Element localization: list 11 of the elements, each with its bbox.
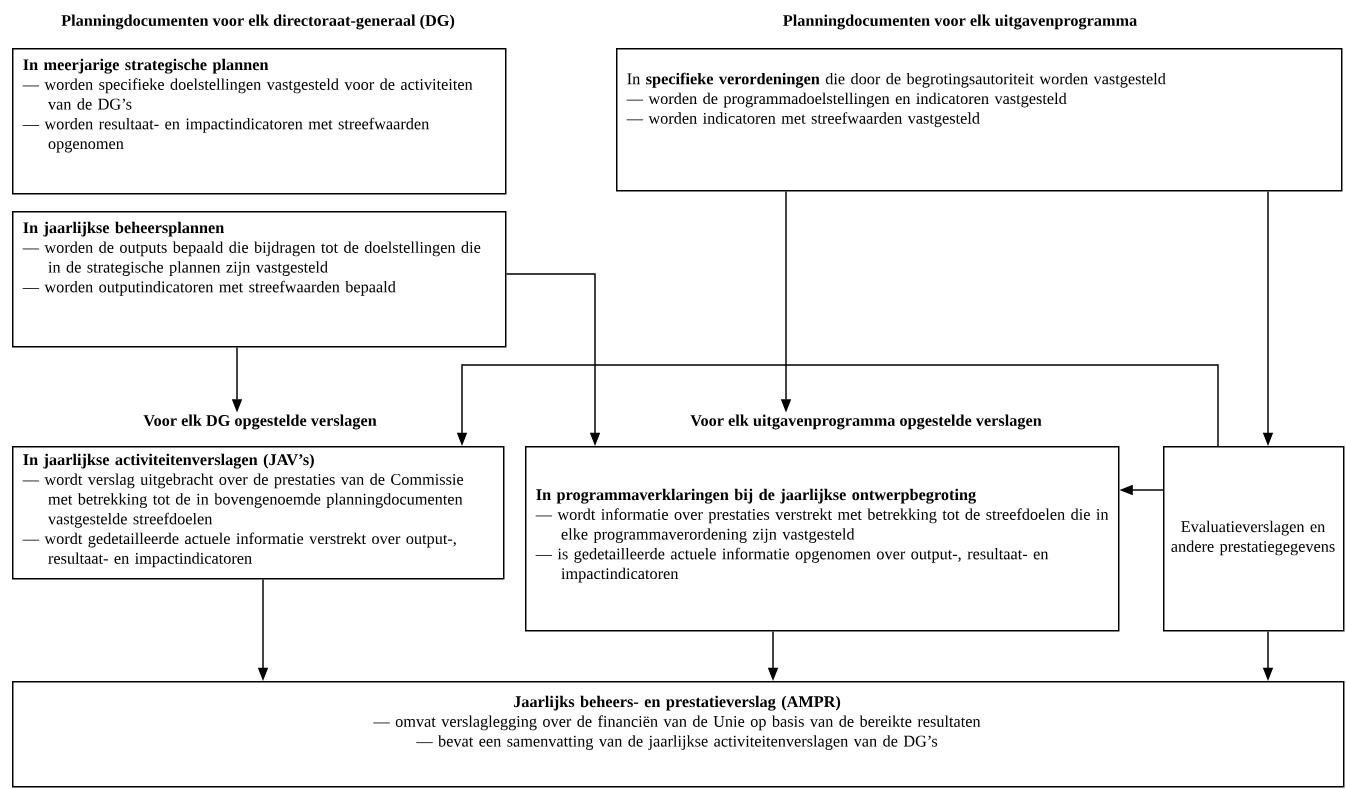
text-box: In programmaverklaringen bij de jaarlijkse ontwerpbegroting — wordt informatie over prestaties verstrekt met betrekking tot de streefdoelen die in elke programmaverordening zijn vastgesteld — is gedetailleerde actuele informatie opgenomen over output-, resultaat- en impactindicatoren bbox=[525, 446, 1120, 632]
text-box: Jaarlijks beheers- en prestatieverslag (AMPR) — omvat verslaglegging over de financiën van de Unie op basis van de bereikte resultaten — bevat een samenvatting van de jaarlijkse activiteitenverslagen van de DG’s bbox=[12, 681, 1345, 788]
section-heading: Voor elk uitgavenprogramma opgestelde verslagen bbox=[690, 414, 1042, 430]
text-box: In specifieke verordeningen die door de begrotingsautoriteit worden vastgesteld — worden de programmadoelstellingen en indicatoren vastgesteld — worden indicatoren met streefwaarden vastgesteld bbox=[616, 48, 1343, 192]
section-heading: Voor elk DG opgestelde verslagen bbox=[143, 414, 377, 430]
text-box: Evaluatieverslagen en andere prestatiegegevens bbox=[1163, 446, 1345, 632]
section-heading: Planningdocumenten voor elk directoraat-generaal (DG) bbox=[61, 14, 455, 30]
text-box: In jaarlijkse activiteitenverslagen (JAV’s) — wordt verslag uitgebracht over de prestaties van de Commissie met betrekking tot de in bovengenoemde planningdocumenten vastgestelde streefdoelen — wordt gedetailleerde actuele informatie verstrekt over output-, resultaat- en impactindicatoren bbox=[12, 446, 505, 580]
text-box: In meerjarige strategische plannen — worden specifieke doelstellingen vastgesteld voor de activiteiten van de DG’s — worden resultaat- en impactindicatoren met streefwaarden opgenomen bbox=[12, 48, 507, 195]
text-box: In jaarlijkse beheersplannen — worden de outputs bepaald die bijdragen tot de doelstellingen die in de strategische plannen zijn vastgesteld — worden outputindicatoren met streefwaarden bepaald bbox=[12, 211, 507, 348]
section-heading: Planningdocumenten voor elk uitgavenprogramma bbox=[783, 14, 1137, 30]
